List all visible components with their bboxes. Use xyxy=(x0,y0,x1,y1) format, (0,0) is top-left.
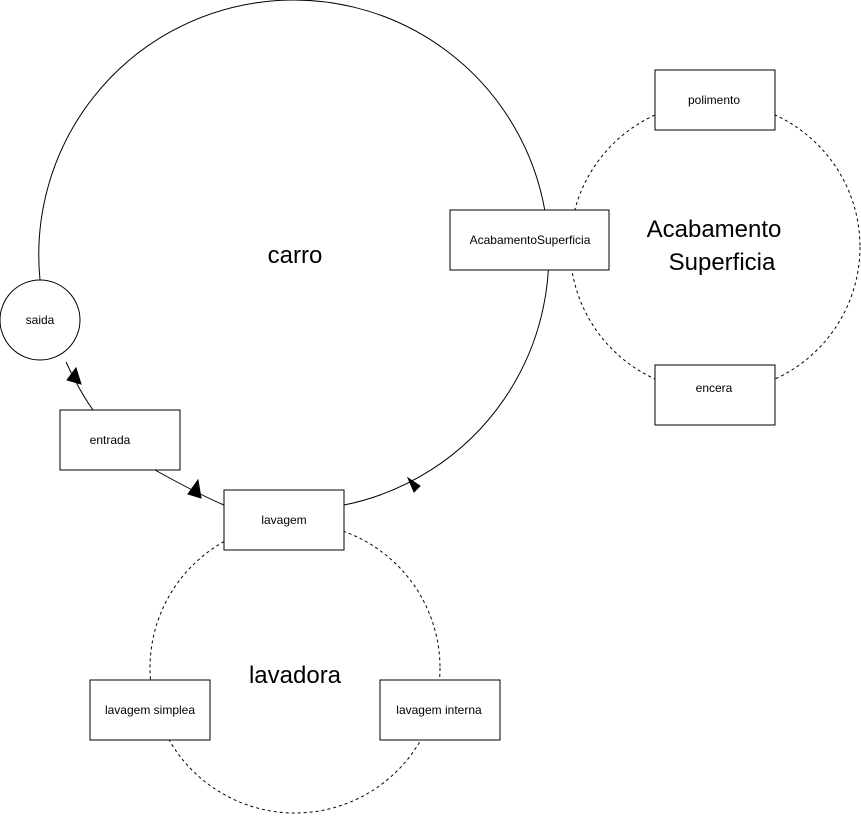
lavagem-node[interactable]: lavagem xyxy=(223,489,345,551)
saida-label: saida xyxy=(26,313,55,327)
carro-cycle-ring xyxy=(38,0,550,506)
arrow-head-right xyxy=(406,476,421,493)
acabamento-superficia-label: AcabamentoSuperficia xyxy=(470,233,591,247)
lavagem-to-entrada-edge xyxy=(154,469,225,506)
lavagem-interna-label: lavagem interna xyxy=(396,703,482,717)
lavagem-interna-node[interactable]: lavagem interna xyxy=(379,679,501,741)
polimento-label: polimento xyxy=(688,93,740,107)
lavagem-simplea-node[interactable]: lavagem simplea xyxy=(89,679,211,741)
acabamento-title-line2: Superficia xyxy=(669,249,776,276)
entrada-label: entrada xyxy=(90,433,131,447)
acabamento-cycle-ring xyxy=(569,101,861,393)
lavagem-simplea-label: lavagem simplea xyxy=(105,703,195,717)
carro-title: carro xyxy=(268,242,323,269)
lavadora-cycle-ring xyxy=(149,522,441,814)
polimento-node[interactable]: polimento xyxy=(654,69,776,131)
entrada-to-saida-edge xyxy=(65,361,94,411)
acabamento-title-line1: Acabamento xyxy=(647,216,782,243)
arrow-head-into-saida xyxy=(66,366,82,385)
arrow-head-into-lavagem xyxy=(187,478,202,499)
encera-node[interactable]: encera xyxy=(654,364,776,426)
lavagem-label: lavagem xyxy=(261,513,306,527)
saida-node[interactable]: saida xyxy=(0,279,81,361)
lavadora-title: lavadora xyxy=(249,662,342,689)
entrada-node[interactable]: entrada xyxy=(59,409,181,471)
encera-label: encera xyxy=(696,381,733,395)
acabamento-superficia-node[interactable]: AcabamentoSuperficia xyxy=(449,209,610,271)
